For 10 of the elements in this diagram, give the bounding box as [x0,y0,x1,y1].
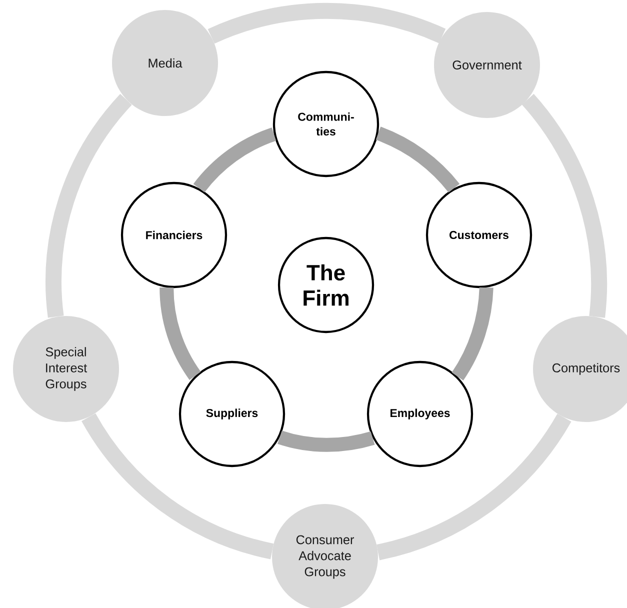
ring-arc [208,2,446,44]
ring-arc [193,128,276,192]
ring-arc [46,94,132,318]
ring-arc [452,287,494,380]
ring-arc [376,413,572,560]
ring-arc [522,94,607,318]
ring-arc [82,413,274,560]
ring-arc [278,430,375,452]
ring-arc [160,287,201,380]
ring-arc [376,126,460,193]
